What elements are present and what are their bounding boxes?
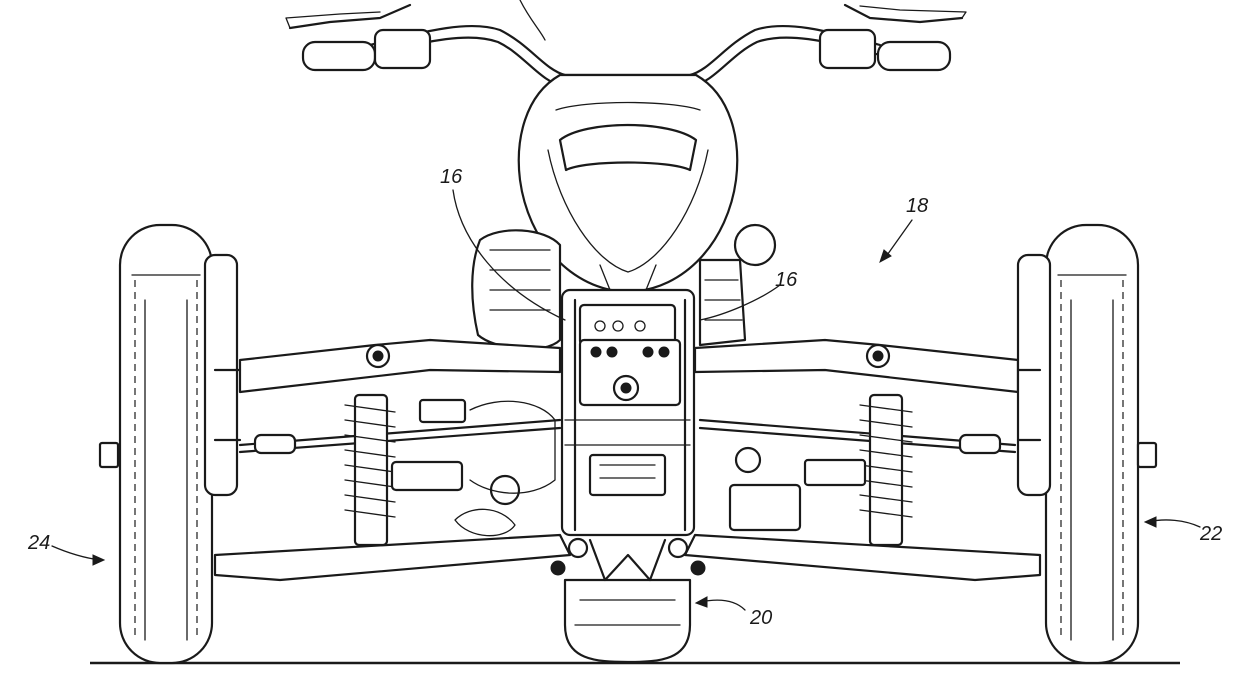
left-components <box>390 398 556 537</box>
ref-label-22: 22 <box>1199 523 1222 545</box>
right-components <box>728 446 867 532</box>
upper-a-arm-right <box>693 338 1020 394</box>
left-front-wheel <box>98 223 242 665</box>
lower-a-arm-right <box>667 533 1042 582</box>
ref-label-18: 18 <box>906 195 928 217</box>
ref-label-16-upper: 16 <box>440 166 463 188</box>
leader-lines <box>51 189 1201 611</box>
engine-right <box>698 223 777 347</box>
upper-a-arm-left <box>238 338 562 394</box>
headlight-nacelle <box>517 73 739 294</box>
right-front-wheel <box>1016 223 1158 665</box>
lower-a-arm-left <box>213 533 589 582</box>
rear-wheel <box>563 538 692 664</box>
right-shock-spring <box>859 393 913 547</box>
ref-label-24: 24 <box>27 532 50 554</box>
ref-label-16-lower: 16 <box>775 269 798 291</box>
left-shock-spring <box>344 393 396 547</box>
tie-rods <box>238 418 1017 455</box>
central-frame <box>560 288 696 537</box>
handlebar <box>285 0 967 89</box>
ref-label-20: 20 <box>749 607 772 629</box>
